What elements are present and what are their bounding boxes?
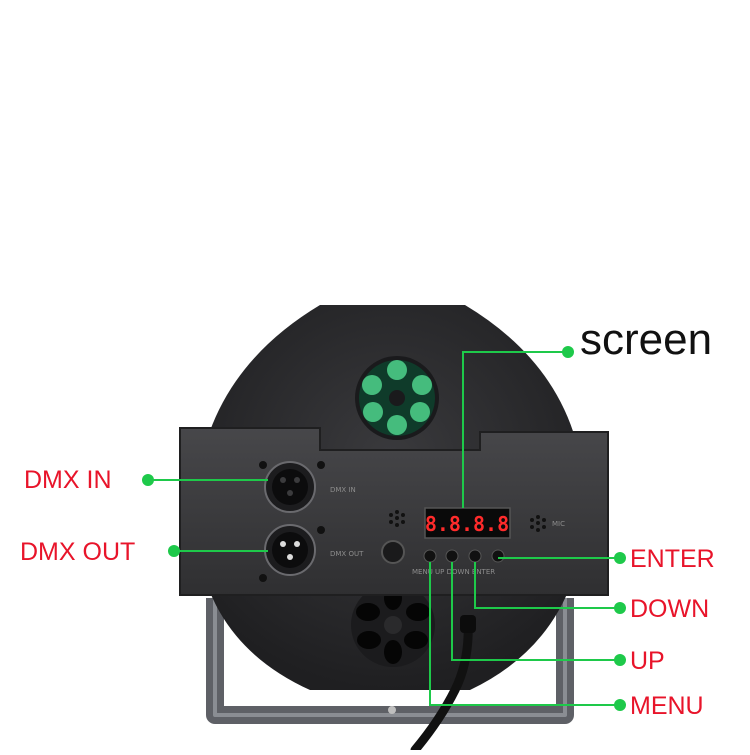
display-reading: 8.8.8.8 xyxy=(425,512,509,536)
panel-buttons: MENU UP DOWN ENTER xyxy=(412,549,505,576)
menu-button[interactable] xyxy=(423,549,437,563)
dmx-out-label: DMX OUT xyxy=(20,538,136,566)
control-panel xyxy=(179,427,609,596)
panel-buttons-text: MENU UP DOWN ENTER xyxy=(412,568,495,576)
dmx-in-label: DMX IN xyxy=(24,466,112,494)
power-cable xyxy=(410,615,476,755)
menu-leader xyxy=(429,562,620,706)
dmx-out-connector: DMX OUT xyxy=(259,524,364,582)
panel-mic-text: MIC xyxy=(552,520,565,528)
down-leader xyxy=(474,562,620,609)
mic-grille-right: MIC xyxy=(530,515,565,532)
screen-label: screen xyxy=(580,315,713,364)
enter-button[interactable] xyxy=(491,549,505,563)
leader-dots xyxy=(142,346,626,711)
fuse-holder xyxy=(381,540,405,564)
up-leader xyxy=(451,562,620,661)
down-button[interactable] xyxy=(468,549,482,563)
up-button[interactable] xyxy=(445,549,459,563)
dmx-in-connector: DMX IN xyxy=(259,461,356,513)
led-display: 8.8.8.8 xyxy=(424,507,511,539)
mounting-bracket xyxy=(206,598,574,724)
mic-grille xyxy=(389,510,405,527)
menu-label: MENU xyxy=(630,692,704,720)
up-label: UP xyxy=(630,647,665,675)
panel-dmx-out-text: DMX OUT xyxy=(330,550,364,558)
panel-dmx-in-text: DMX IN xyxy=(330,486,356,494)
screen-leader xyxy=(462,351,568,508)
leader-lines xyxy=(148,351,620,706)
top-fan xyxy=(355,356,439,440)
down-label: DOWN xyxy=(630,595,710,623)
enter-label: ENTER xyxy=(630,545,715,573)
